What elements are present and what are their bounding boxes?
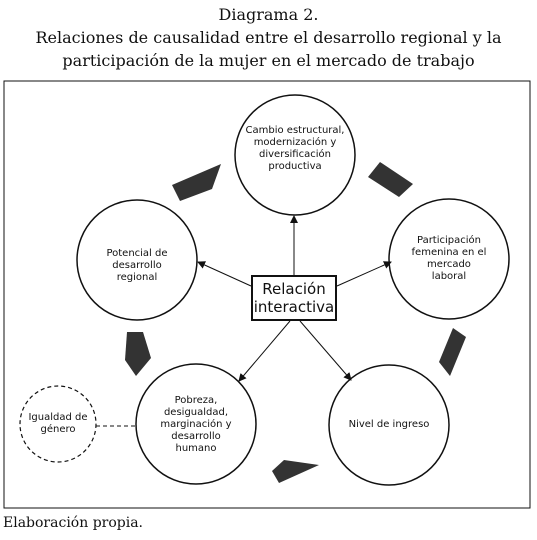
node-igualdad-circle: [19, 385, 97, 463]
diagram-title-line-2: participación de la mujer en el mercado …: [62, 51, 475, 70]
arrow-to-pobreza: [238, 320, 291, 382]
node-potencial-circle: [76, 199, 198, 321]
arrow-to-potencial: [197, 261, 252, 287]
cycle-arrow-cambio-to-participacion: [368, 162, 413, 197]
source-note: Elaboración propia.: [3, 515, 144, 531]
node-pobreza-circle: [135, 363, 257, 485]
center-relacion-label: Relación interactiva: [253, 280, 335, 316]
node-pobreza-label: Pobreza, desigualdad, marginación y desa…: [160, 395, 232, 454]
node-participacion-circle: [388, 198, 510, 320]
node-igualdad-label: Igualdad de género: [28, 412, 88, 435]
cycle-arrow-participacion-to-nivel: [439, 328, 466, 376]
cycle-arrow-potencial-to-cambio: [172, 164, 221, 201]
arrow-to-participacion: [336, 261, 392, 287]
node-cambio-label: Cambio estructural, modernización y dive…: [245, 125, 345, 172]
node-nivel-circle: [328, 364, 450, 486]
node-participacion-label: Participación femenina en el mercado lab…: [411, 235, 487, 282]
cycle-arrow-pobreza-to-potencial: [125, 332, 151, 376]
center-relacion-box: Relación interactiva: [251, 275, 337, 321]
arrow-to-nivel: [299, 320, 352, 381]
node-nivel-label: Nivel de ingreso: [348, 419, 430, 430]
diagram-title-line-1: Relaciones de causalidad entre el desarr…: [35, 28, 502, 47]
cycle-arrow-nivel-to-pobreza: [272, 460, 319, 483]
diagram-number: Diagrama 2.: [218, 5, 319, 24]
diagram-frame: [3, 80, 531, 509]
node-potencial-label: Potencial de desarrollo regional: [106, 248, 168, 283]
